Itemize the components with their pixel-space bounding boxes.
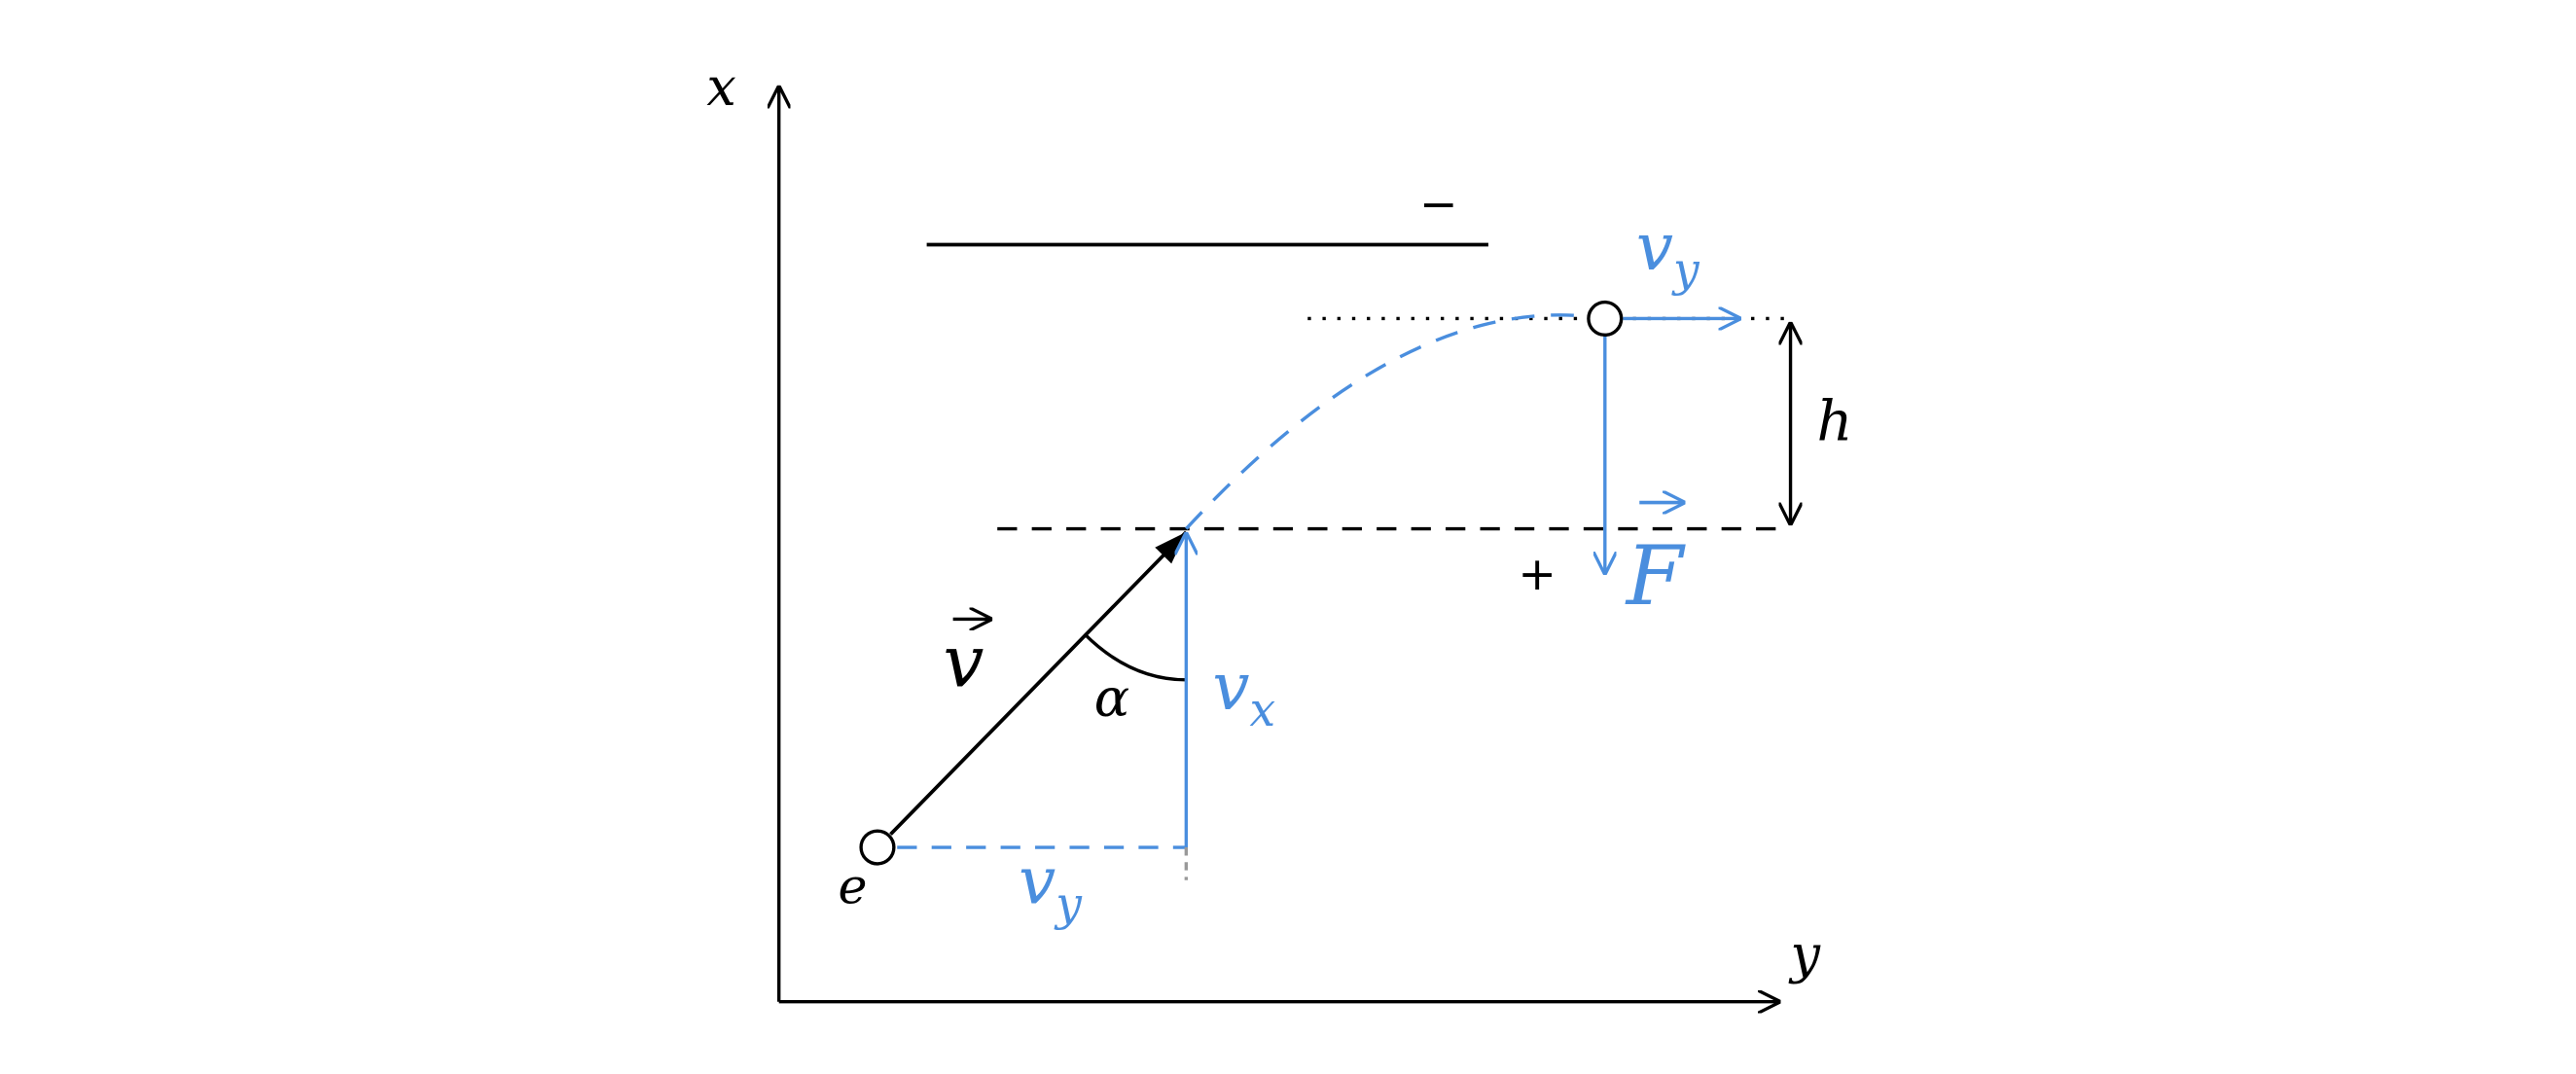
vy-bottom-label: vy [1019,841,1083,931]
y-axis-label: y [1789,923,1822,984]
vy-top-label: vy [1636,208,1700,298]
angle-label: α [1094,667,1129,729]
electron-top-marker [1587,300,1624,338]
vx-label: vx [1212,648,1275,737]
height-label: h [1817,388,1853,453]
trajectory-curve [1185,313,1606,530]
electron-start-marker [859,829,896,866]
angle-arc [1083,632,1187,682]
plus-sign: + [1518,548,1556,601]
electron-charge-label: e [838,857,867,914]
velocity-vector [889,530,1188,836]
velocity-label: v [944,620,984,704]
minus-sign: − [1419,178,1458,232]
x-axis-label: x [706,56,735,118]
force-label: F [1625,528,1687,624]
